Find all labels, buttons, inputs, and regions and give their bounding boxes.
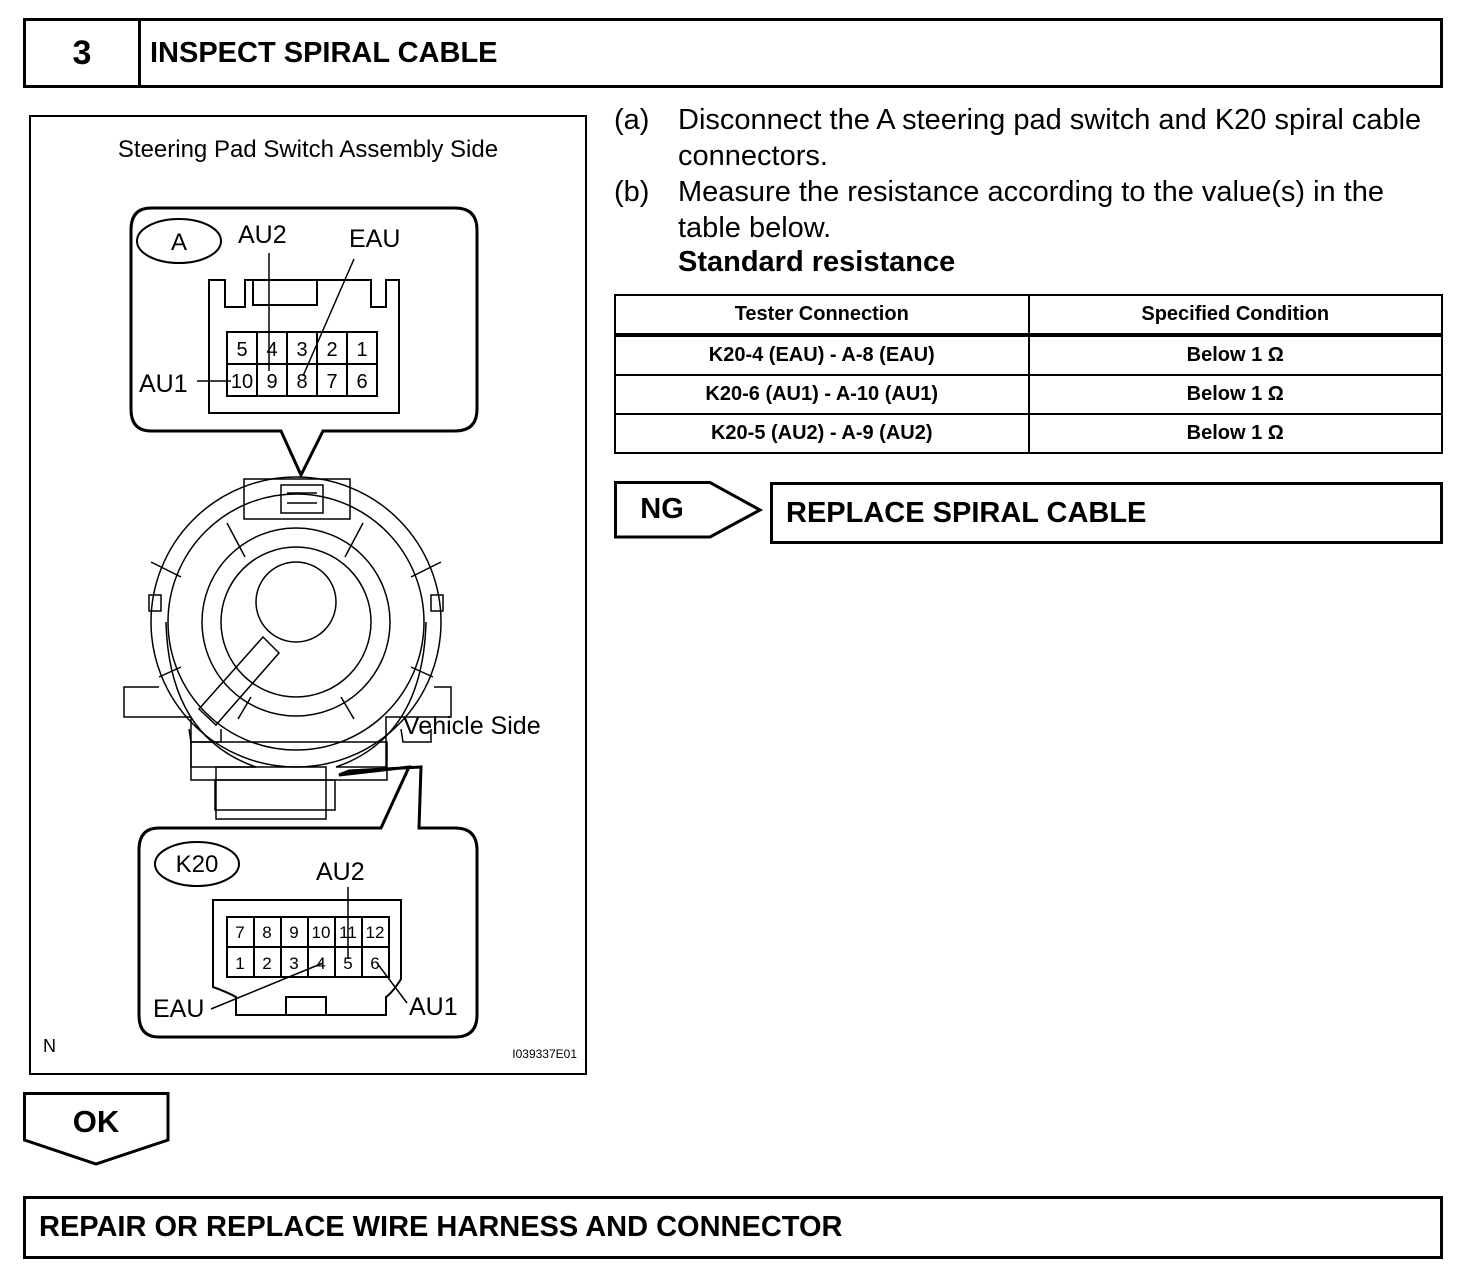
k20-leader-eau: [210, 962, 324, 1010]
k20-pin-8: 8: [262, 923, 271, 942]
k20-label-au2: AU2: [316, 858, 365, 886]
figure-id: I039337E01: [512, 1047, 577, 1061]
connector-k20-name: K20: [176, 851, 219, 878]
connector-a-grid: [226, 331, 378, 397]
k20-leader-au1: [376, 962, 408, 1004]
k20-label-eau: EAU: [153, 995, 204, 1023]
a-pin-2: 2: [326, 339, 337, 361]
k20-pin-6: 6: [370, 954, 379, 973]
k20-pin-5: 5: [343, 954, 352, 973]
connector-k20-key: [285, 996, 327, 1016]
a-pin-6: 6: [356, 371, 367, 393]
table-cell: Below 1 Ω: [1027, 334, 1443, 376]
connector-diagram: Steering Pad Switch Assembly Side A 5 4 …: [29, 115, 587, 1075]
a-pin-7: 7: [326, 371, 337, 393]
table-row: K20-6 (AU1) - A-10 (AU1) Below 1 Ω: [614, 374, 1443, 415]
table-cell: K20-5 (AU2) - A-9 (AU2): [614, 413, 1030, 454]
corner-mark: N: [43, 1036, 56, 1056]
connector-k20-badge: [154, 841, 240, 887]
ng-action-box: REPLACE SPIRAL CABLE: [770, 482, 1443, 544]
k20-pin-7: 7: [235, 923, 244, 942]
table-cell: Below 1 Ω: [1027, 374, 1443, 415]
a-label-au2: AU2: [238, 221, 287, 249]
step-title: INSPECT SPIRAL CABLE: [150, 36, 498, 69]
a-label-au1: AU1: [139, 370, 188, 398]
resistance-table: Tester Connection Specified Condition K2…: [614, 294, 1443, 454]
connector-k20-housing: [212, 899, 402, 1016]
a-label-eau: EAU: [349, 225, 400, 253]
connector-a-badge: [136, 218, 222, 264]
connector-a-callout: [129, 206, 479, 479]
ok-label: OK: [72, 1104, 120, 1139]
k20-pin-3: 3: [289, 954, 298, 973]
k20-pin-9: 9: [289, 923, 298, 942]
ng-arrow-shape: [614, 481, 764, 539]
instruction-b-label: (b): [614, 176, 650, 208]
a-pin-1: 1: [356, 339, 367, 361]
final-action-box: REPAIR OR REPLACE WIRE HARNESS AND CONNE…: [23, 1196, 1443, 1259]
spec-title: Standard resistance: [678, 246, 956, 278]
connector-a-lock: [252, 279, 318, 306]
a-pin-3: 3: [296, 339, 307, 361]
table-cell: K20-6 (AU1) - A-10 (AU1): [614, 374, 1030, 415]
connector-k20-callout: [137, 765, 479, 1039]
table-header-row: Tester Connection Specified Condition: [614, 294, 1443, 337]
a-pin-8: 8: [296, 371, 307, 393]
a-pin-10: 10: [231, 371, 253, 393]
a-pin-5: 5: [236, 339, 247, 361]
table-row: K20-4 (EAU) - A-8 (EAU) Below 1 Ω: [614, 334, 1443, 376]
top-caption: Steering Pad Switch Assembly Side: [118, 136, 498, 163]
connector-a-name: A: [171, 229, 187, 256]
step-header: 3 INSPECT SPIRAL CABLE: [23, 18, 1443, 88]
k20-pin-1: 1: [235, 954, 244, 973]
a-pin-4: 4: [266, 339, 277, 361]
table-cell: K20-4 (EAU) - A-8 (EAU): [614, 334, 1030, 376]
a-pin-9: 9: [266, 371, 277, 393]
connector-k20-grid: [226, 916, 390, 978]
k20-pin-10: 10: [312, 923, 331, 942]
ok-arrow-shape: [23, 1092, 170, 1166]
connector-a-housing: [208, 279, 400, 414]
k20-label-au1: AU1: [409, 993, 458, 1021]
a-leader-eau: [302, 258, 355, 377]
instruction-a-text: Disconnect the A steering pad switch and…: [678, 104, 1422, 172]
step-number: 3: [26, 21, 141, 85]
ng-label: NG: [640, 492, 684, 525]
table-header: Specified Condition: [1027, 294, 1443, 337]
vehicle-side-label: Vehicle Side: [403, 712, 541, 740]
table-cell: Below 1 Ω: [1027, 413, 1443, 454]
k20-pin-2: 2: [262, 954, 271, 973]
diagram-svg: Steering Pad Switch Assembly Side A 5 4 …: [43, 136, 577, 1061]
spiral-cable-body: [123, 476, 452, 820]
instruction-a-label: (a): [614, 104, 650, 136]
k20-pin-12: 12: [366, 923, 385, 942]
instruction-b-text: Measure the resistance according to the …: [678, 176, 1385, 244]
table-row: K20-5 (AU2) - A-9 (AU2) Below 1 Ω: [614, 413, 1443, 454]
table-header: Tester Connection: [614, 294, 1030, 337]
